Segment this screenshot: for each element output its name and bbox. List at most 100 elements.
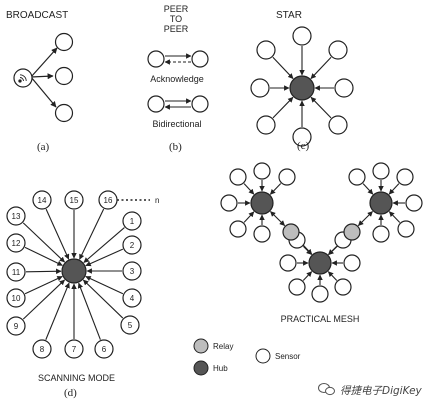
mesh-relay-node — [343, 223, 361, 241]
mesh-edge-b-5 — [302, 271, 313, 281]
mesh-relay-edge-hub-2 — [357, 211, 373, 227]
scan-node-label: 8 — [40, 345, 45, 354]
legend: Relay Hub Sensor — [193, 338, 301, 376]
caption-d: (d) — [64, 387, 77, 399]
scan-node-label: 12 — [12, 239, 21, 248]
mesh-sensor-node — [279, 254, 297, 272]
star-title: STAR — [276, 10, 302, 21]
scan-node-2 — [122, 235, 142, 255]
caption-b: (b) — [169, 141, 182, 153]
mesh-hub-bottom — [308, 251, 332, 275]
mesh-sensor-node — [229, 168, 247, 186]
mesh-sensor-node — [405, 194, 423, 212]
mesh-edge-l-5 — [243, 211, 255, 223]
scan-node-label: 3 — [130, 267, 135, 276]
scan-node-13 — [6, 206, 26, 226]
scan-edge-2 — [85, 248, 124, 267]
mesh-sensor-node — [311, 285, 329, 303]
peer-title-line1: PEER — [164, 4, 189, 14]
broadcast-arrow-middle — [30, 73, 54, 80]
mesh-edge-b-7 — [327, 271, 338, 281]
star-hub — [289, 75, 315, 101]
mesh-edge-r-3 — [388, 183, 400, 195]
legend-sensor-swatch — [255, 348, 271, 364]
scan-node-label: 14 — [38, 196, 47, 205]
broadcast-node-middle — [54, 66, 74, 86]
scan-node-label: 9 — [14, 322, 19, 331]
scan-node-12 — [6, 233, 26, 253]
mesh-sensor-node — [334, 278, 352, 296]
mesh-edge-r-5 — [388, 211, 401, 223]
star-node-8 — [256, 40, 276, 60]
mesh-sensor-node — [343, 254, 361, 272]
mesh-sensor-node — [397, 220, 415, 238]
mesh-sensor-node — [253, 162, 271, 180]
scan-edge-14 — [45, 208, 70, 260]
scan-edges — [22, 208, 125, 340]
peer-ack-node-left — [147, 50, 165, 68]
peer-title-line2: TO — [170, 14, 182, 24]
scan-node-10 — [6, 288, 26, 308]
mesh-sensor-node — [253, 225, 271, 243]
scan-node-1 — [122, 211, 142, 231]
mesh-sensor-node — [288, 278, 306, 296]
practical-mesh-title: PRACTICAL MESH — [281, 314, 360, 324]
mesh-sensor-node — [278, 168, 296, 186]
star-node-3 — [334, 78, 354, 98]
scan-edge-9 — [22, 279, 65, 320]
scan-edge-13 — [22, 222, 65, 263]
star-node-1 — [292, 26, 312, 46]
scan-node-label: 1 — [130, 217, 135, 226]
scan-hub — [61, 258, 87, 284]
mesh-nodes — [220, 162, 423, 303]
scan-node-11 — [6, 262, 26, 282]
star-node-6 — [256, 115, 276, 135]
peer-bi-node-right — [191, 95, 209, 113]
peer-bi-node-left — [147, 95, 165, 113]
acknowledge-label: Acknowledge — [150, 74, 204, 84]
scan-node-6 — [94, 339, 114, 359]
mesh-hub-left — [250, 191, 274, 215]
scan-node-label: 4 — [130, 294, 135, 303]
star-edge-8 — [272, 56, 294, 79]
star-edge-6 — [272, 96, 294, 119]
scan-node-label: 15 — [70, 196, 79, 205]
broadcast-node-top — [54, 32, 74, 52]
scan-node-label: 13 — [12, 212, 21, 221]
scan-node-9 — [6, 316, 26, 336]
watermark-text: 得捷电子DigiKey — [340, 385, 423, 397]
star-node-5 — [292, 127, 312, 147]
peer-ack-node-right — [191, 50, 209, 68]
panel-broadcast: BROADCAST (a) — [6, 10, 74, 153]
scan-node-5 — [120, 315, 140, 335]
scan-node-label: 16 — [104, 196, 113, 205]
mesh-sensor-node — [348, 168, 366, 186]
star-node-2 — [328, 40, 348, 60]
mesh-sensor-node — [229, 220, 247, 238]
legend-sensor-label: Sensor — [275, 352, 301, 361]
wireless-signal-icon — [18, 74, 27, 83]
mesh-edge-l-1 — [243, 183, 255, 195]
star-edge-4 — [310, 96, 332, 119]
scan-node-15 — [64, 190, 84, 210]
star-edges — [270, 46, 334, 127]
scan-edge-6 — [77, 282, 101, 340]
mesh-sensor-node — [220, 194, 238, 212]
scan-edge-10 — [24, 275, 63, 295]
star-node-4 — [328, 115, 348, 135]
mesh-relay-edge-hub-1 — [270, 211, 286, 227]
star-edge-2 — [310, 56, 332, 79]
broadcast-source-node — [13, 68, 33, 88]
panel-practical-mesh: PRACTICAL MESH — [220, 162, 423, 324]
caption-c: (c) — [297, 140, 310, 152]
scan-edge-8 — [45, 282, 70, 340]
broadcast-arrow-top — [30, 47, 58, 78]
scan-node-label: 11 — [12, 268, 21, 277]
panel-peer-to-peer: PEER TO PEER Acknowledge Bidirectional (… — [147, 4, 209, 153]
wechat-icon — [318, 383, 335, 396]
star-node-7 — [250, 78, 270, 98]
